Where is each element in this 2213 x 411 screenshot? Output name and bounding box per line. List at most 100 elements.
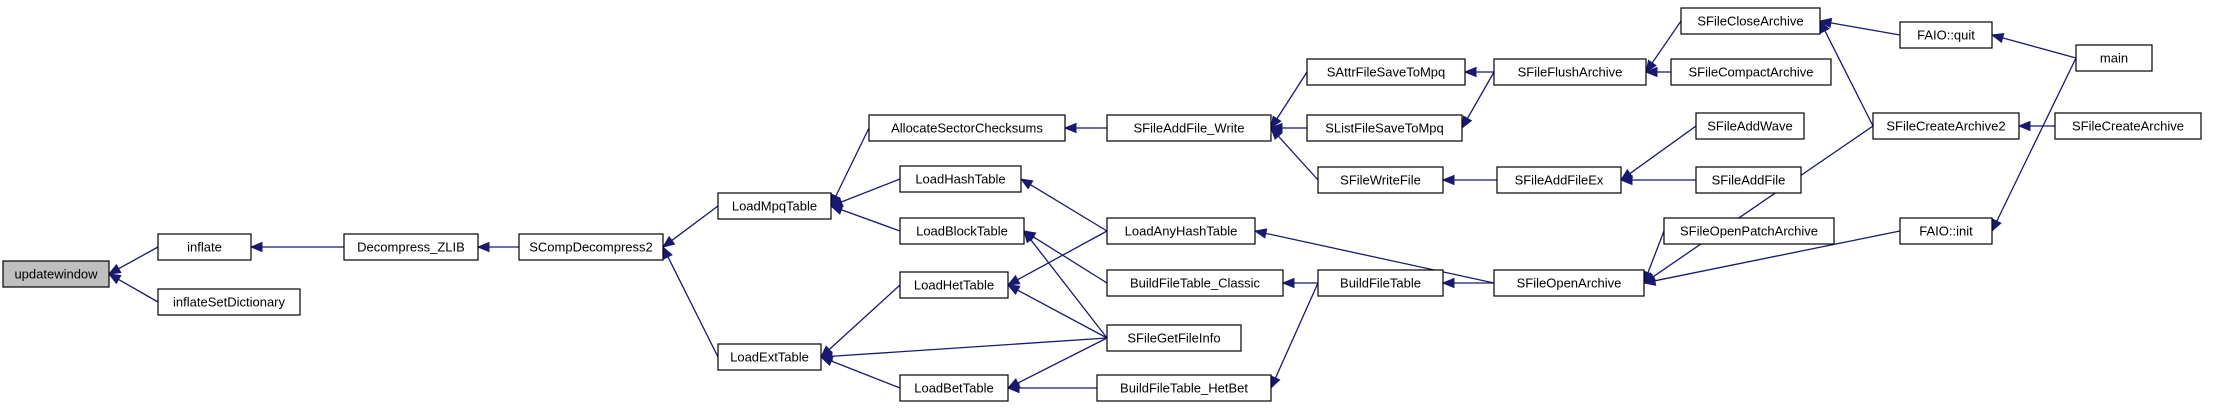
node-label: LoadExtTable	[730, 350, 809, 365]
node-label: updatewindow	[14, 267, 98, 282]
arrowhead-icon	[1023, 229, 1036, 244]
node-label: SFileCreateArchive2	[1886, 119, 2005, 134]
node-label: inflate	[187, 240, 222, 255]
node-box	[2075, 44, 2153, 72]
node-sfile-add-wave[interactable]: SFileAddWave	[1695, 112, 1805, 140]
node-inflate-set-dictionary[interactable]: inflateSetDictionary	[157, 288, 301, 316]
call-edge-inflate-to-updatewindow	[107, 246, 159, 275]
call-edge-faio-init-to-sfile-open-archive	[1642, 230, 1901, 286]
node-sfile-create-archive2[interactable]: SFileCreateArchive2	[1872, 112, 2020, 140]
node-label: FAIO::init	[1919, 224, 1973, 239]
node-build-file-table-het-bet[interactable]: BuildFileTable_HetBet	[1096, 374, 1272, 402]
node-sfile-add-file-write[interactable]: SFileAddFile_Write	[1106, 114, 1272, 142]
node-box	[1872, 112, 2020, 140]
call-edge-load-het-table-to-load-ext-table	[820, 284, 901, 358]
node-label: SFileCloseArchive	[1697, 14, 1803, 29]
node-box	[1106, 114, 1272, 142]
call-edge-build-file-table-to-build-file-table-classic	[1281, 277, 1318, 289]
node-decompress-zlib[interactable]: Decompress_ZLIB	[343, 233, 479, 261]
edge-line	[1017, 289, 1108, 339]
node-sfile-open-patch-archive[interactable]: SFileOpenPatchArchive	[1663, 217, 1835, 245]
arrowhead-icon	[1006, 274, 1021, 286]
node-sfile-close-archive[interactable]: SFileCloseArchive	[1680, 7, 1821, 35]
node-main[interactable]: main	[2075, 44, 2153, 72]
node-box	[1695, 166, 1802, 194]
node-box	[899, 374, 1009, 402]
node-load-bet-table[interactable]: LoadBetTable	[899, 374, 1009, 402]
node-sfile-add-file[interactable]: SFileAddFile	[1695, 166, 1802, 194]
node-sfile-write-file[interactable]: SFileWriteFile	[1317, 166, 1444, 194]
node-label: BuildFileTable	[1340, 276, 1421, 291]
node-updatewindow[interactable]: updatewindow	[2, 260, 110, 288]
node-label: LoadHashTable	[915, 172, 1005, 187]
call-edge-build-file-table-classic-to-load-block-table	[1022, 230, 1108, 284]
node-build-file-table-classic[interactable]: BuildFileTable_Classic	[1106, 269, 1284, 297]
call-edge-sfile-add-file-write-to-allocate-sector-checksums	[1063, 122, 1107, 134]
call-edge-sfile-get-file-info-to-load-ext-table	[819, 337, 1108, 362]
node-sfile-create-archive[interactable]: SFileCreateArchive	[2054, 112, 2202, 140]
edge-line	[828, 284, 901, 351]
node-box	[1106, 269, 1284, 297]
edge-line	[841, 209, 901, 232]
node-inflate[interactable]: inflate	[157, 233, 252, 261]
node-box	[717, 343, 822, 371]
edge-line	[667, 256, 719, 358]
node-box	[717, 192, 832, 220]
node-label: FAIO::quit	[1917, 28, 1975, 43]
edge-line	[118, 278, 159, 303]
node-box	[1106, 217, 1256, 245]
node-scomp-decompress2[interactable]: SCompDecompress2	[518, 233, 664, 261]
node-box	[899, 217, 1025, 245]
edge-line	[1996, 57, 2077, 222]
node-build-file-table[interactable]: BuildFileTable	[1317, 269, 1444, 297]
call-edge-main-to-faio-init	[1991, 57, 2077, 233]
call-edge-sfile-get-file-info-to-load-het-table	[1006, 284, 1108, 339]
call-edge-sfile-add-wave-to-sfile-add-file-ex	[1619, 125, 1697, 181]
node-box	[1899, 21, 1993, 49]
arrowhead-icon	[1461, 115, 1473, 130]
node-load-hash-table[interactable]: LoadHashTable	[899, 165, 1022, 193]
arrowhead-icon	[1441, 277, 1455, 289]
node-faio-quit[interactable]: FAIO::quit	[1899, 21, 1993, 49]
call-edge-build-file-table-to-build-file-table-het-bet	[1270, 282, 1319, 390]
arrowhead-icon	[662, 245, 673, 260]
edge-line	[835, 127, 870, 197]
node-label: SFileAddFile	[1712, 173, 1786, 188]
arrowhead-icon	[107, 273, 122, 285]
edge-line	[1276, 71, 1308, 120]
node-box	[1493, 269, 1645, 297]
node-sattr-file-save-to-mpq[interactable]: SAttrFileSaveToMpq	[1306, 58, 1466, 86]
call-edge-sfile-create-archive-to-sfile-create-archive2	[2017, 120, 2055, 132]
node-sfile-compact-archive[interactable]: SFileCompactArchive	[1670, 58, 1832, 86]
node-faio-init[interactable]: FAIO::init	[1899, 217, 1993, 245]
call-edge-inflate-set-dictionary-to-updatewindow	[107, 273, 159, 303]
edge-line	[1265, 232, 1495, 284]
node-allocate-sector-checksums[interactable]: AllocateSectorChecksums	[868, 114, 1066, 142]
arrowhead-icon	[249, 241, 263, 253]
node-label: Decompress_ZLIB	[357, 240, 465, 255]
call-edge-main-to-faio-quit	[1990, 32, 2077, 59]
node-label: SFileOpenPatchArchive	[1680, 224, 1818, 239]
node-slist-file-save-to-mpq[interactable]: SListFileSaveToMpq	[1306, 114, 1463, 142]
edge-line	[118, 246, 159, 270]
edge-line	[2002, 37, 2077, 59]
node-load-ext-table[interactable]: LoadExtTable	[717, 343, 822, 371]
node-label: SFileOpenArchive	[1517, 276, 1622, 291]
node-label: SFileWriteFile	[1340, 173, 1421, 188]
node-label: LoadBlockTable	[916, 224, 1008, 239]
node-sfile-flush-archive[interactable]: SFileFlushArchive	[1493, 58, 1647, 86]
node-load-any-hash-table[interactable]: LoadAnyHashTable	[1106, 217, 1256, 245]
node-sfile-get-file-info[interactable]: SFileGetFileInfo	[1106, 324, 1242, 352]
call-edge-decompress-zlib-to-inflate	[249, 241, 344, 253]
arrowhead-icon	[1619, 174, 1633, 186]
node-sfile-open-archive[interactable]: SFileOpenArchive	[1493, 269, 1645, 297]
node-load-het-table[interactable]: LoadHetTable	[899, 271, 1009, 299]
edge-line	[1651, 20, 1682, 64]
node-sfile-add-file-ex[interactable]: SFileAddFileEx	[1496, 166, 1622, 194]
edge-line	[1824, 30, 1874, 127]
arrowhead-icon	[1991, 218, 2002, 233]
node-load-mpq-table[interactable]: LoadMpqTable	[717, 192, 832, 220]
node-box	[1493, 58, 1647, 86]
node-box	[1317, 166, 1444, 194]
node-load-block-table[interactable]: LoadBlockTable	[899, 217, 1025, 245]
